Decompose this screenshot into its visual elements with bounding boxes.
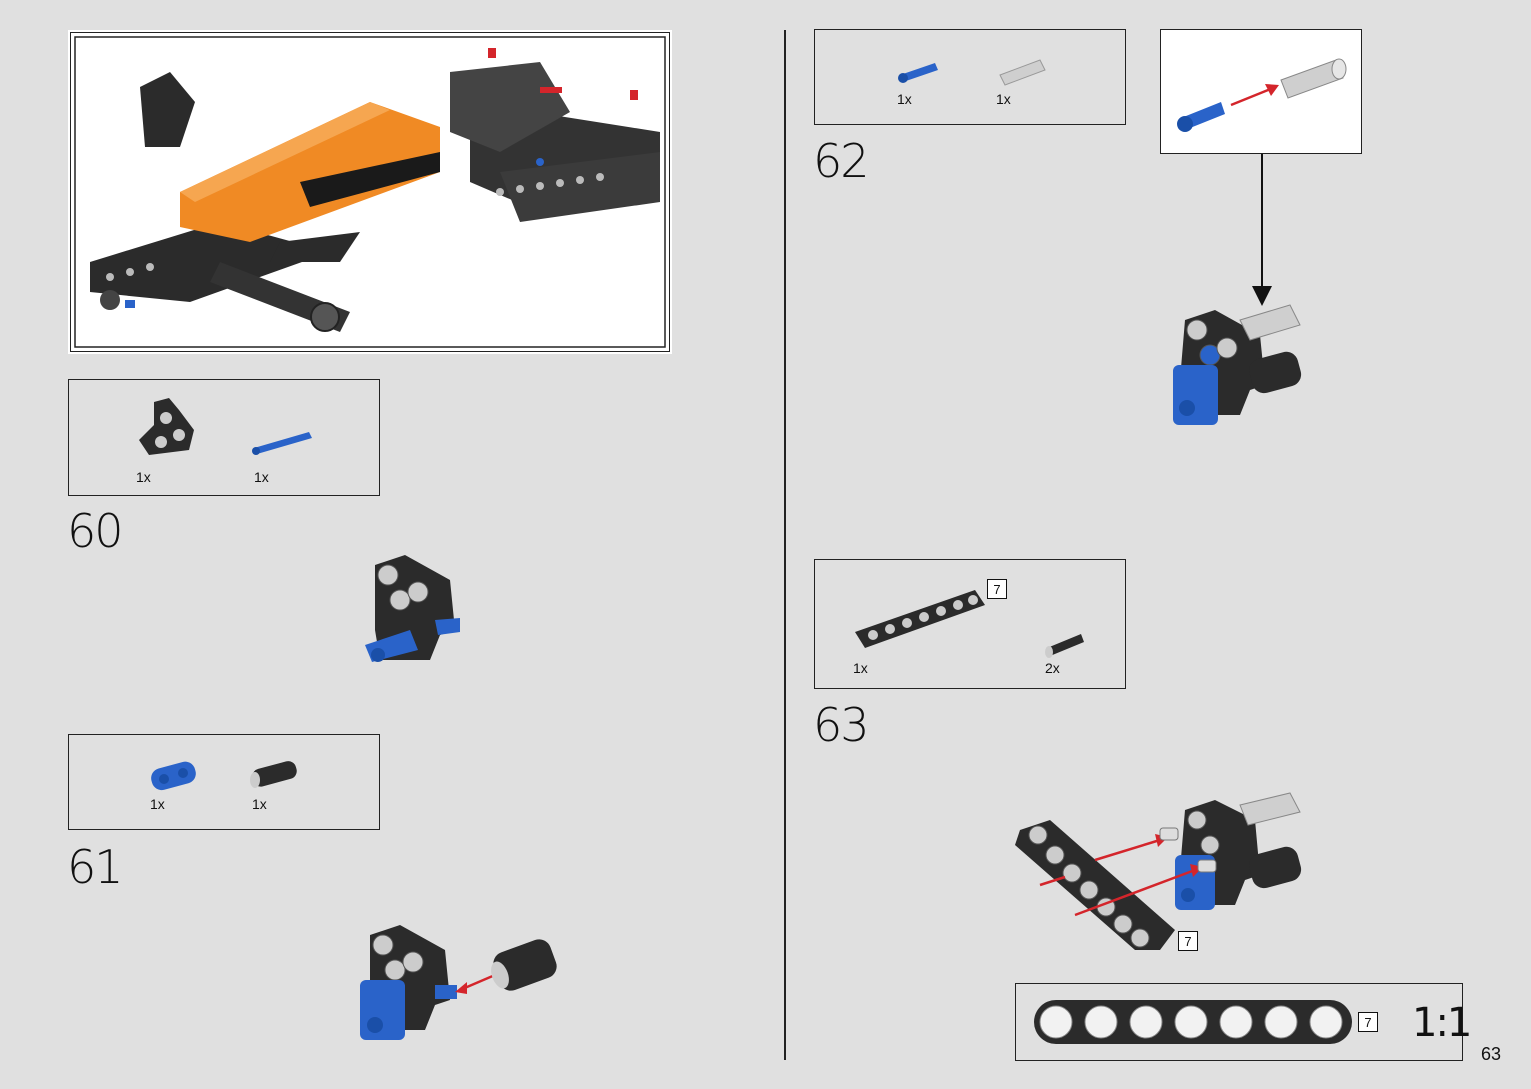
- step-61-assembly-illustration: [355, 920, 570, 1045]
- step-60-part-1-qty: 1x: [136, 469, 151, 485]
- step-62-down-arrow: [1250, 154, 1274, 310]
- overview-image-frame: [68, 30, 672, 354]
- step-63-assembly-illustration: [1010, 790, 1310, 960]
- step-63-part-2-qty: 2x: [1045, 660, 1060, 676]
- step-63-assembly-length-badge: 7: [1178, 931, 1198, 951]
- step-60-part-2-qty: 1x: [254, 469, 269, 485]
- ruler-length-badge: 7: [1358, 1012, 1378, 1032]
- race-car-assembly-illustration: [70, 32, 670, 352]
- step-63-parts-box: 7 1x 2x: [814, 559, 1126, 689]
- step-63-arrow-1: [1095, 840, 1160, 860]
- step-61-part-2-qty: 1x: [252, 796, 267, 812]
- step-63-part-1-qty: 1x: [853, 660, 868, 676]
- step-61-parts-box: 1x 1x: [68, 734, 380, 830]
- step-60-number: 60: [67, 504, 122, 558]
- page-number: 63: [1481, 1044, 1501, 1065]
- scale-ruler-box: 7 1:1: [1015, 983, 1463, 1061]
- step-61-number: 61: [67, 840, 122, 894]
- step-62-part-1-qty: 1x: [897, 91, 912, 107]
- step-61-parts-illustration: [69, 735, 381, 831]
- step-60-parts-illustration: [69, 380, 381, 497]
- beam-7-actual-size-illustration: [1016, 984, 1464, 1062]
- step-60-assembly-illustration: [360, 550, 480, 680]
- step-62-subassembly-illustration: [1161, 30, 1363, 155]
- step-62-parts-illustration: [815, 30, 1127, 126]
- step-62-number: 62: [813, 134, 868, 188]
- step-63-number: 63: [813, 698, 868, 752]
- step-62-subassembly-callout: [1160, 29, 1362, 154]
- step-63-beam-length-badge: 7: [987, 579, 1007, 599]
- page-divider: [784, 30, 786, 1060]
- step-62-part-2-qty: 1x: [996, 91, 1011, 107]
- scale-label: 1:1: [1412, 1000, 1470, 1046]
- step-62-assembly-illustration: [1165, 300, 1315, 435]
- step-60-parts-box: 1x 1x: [68, 379, 380, 496]
- step-61-part-1-qty: 1x: [150, 796, 165, 812]
- step-62-parts-box: 1x 1x: [814, 29, 1126, 125]
